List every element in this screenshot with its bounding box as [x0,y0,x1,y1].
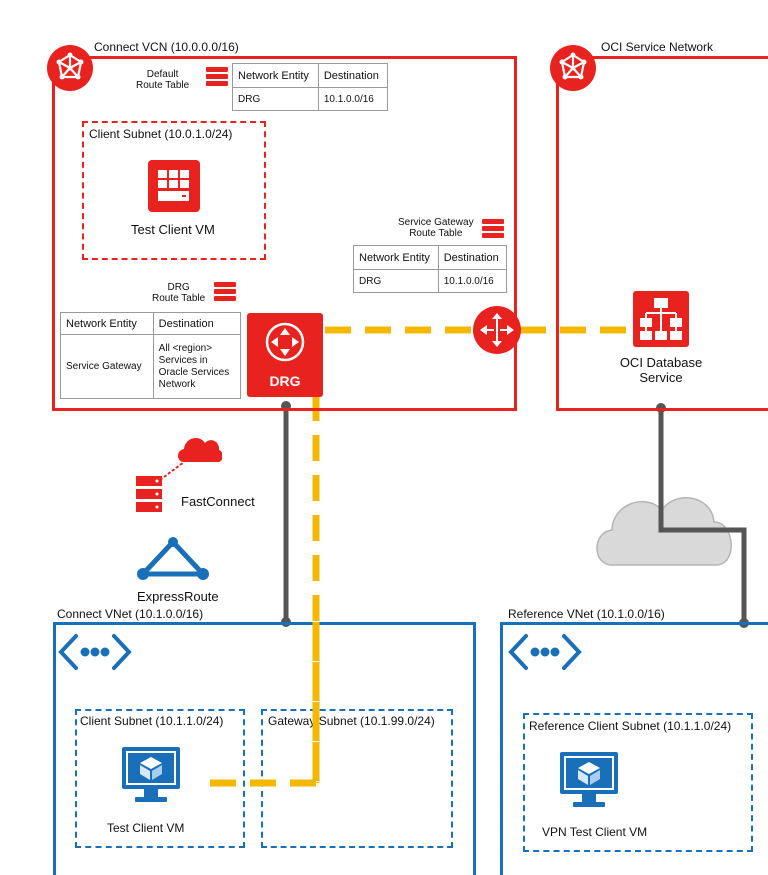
database-service-icon[interactable] [633,291,689,347]
oci-client-subnet [82,121,266,260]
vcn-icon [47,45,93,91]
rt-cell: DRG [353,269,439,293]
route-table-icon [482,219,504,240]
azure-client-subnet-title: Client Subnet (10.1.1.0/24) [80,714,224,728]
rt-header: Destination [437,244,508,271]
connect-vcn [52,56,517,411]
drg-rt-label: DRG Route Table [152,282,206,304]
rt-header: Destination [152,311,242,336]
rt-header: Network Entity [232,62,319,89]
vnet-icon [58,634,132,670]
network-icon [550,45,596,91]
sgw-rt-label: Service Gateway Route Table [398,217,474,239]
oci-client-vm-label: Test Client VM [131,222,215,237]
route-table-icon [214,282,236,303]
drg[interactable]: DRG [247,313,323,397]
connect-vnet-title: Connect VNet (10.1.0.0/16) [57,607,204,621]
fastconnect-icon [136,438,222,512]
vnet-icon [508,634,582,670]
rt-cell: Service Gateway [60,334,154,399]
rt-header: Network Entity [60,311,154,336]
fastconnect-label: FastConnect [181,494,255,509]
rt-cell: All <region> Services in Oracle Services… [152,334,242,399]
rt-header: Destination [317,62,389,89]
service-gateway-icon[interactable] [472,305,522,355]
vpn-vm-label: VPN Test Client VM [542,825,648,839]
expressroute-icon [137,537,209,580]
oci-service-network [556,56,768,411]
gateway-subnet [261,709,453,848]
connect-vcn-title: Connect VCN (10.0.0.0/16) [94,40,239,54]
expressroute-label: ExpressRoute [137,589,219,604]
reference-vnet-title: Reference VNet (10.1.0.0/16) [508,607,665,621]
drg-label: DRG [269,373,301,389]
rt-cell: 10.1.0.0/16 [437,269,508,293]
oci-client-subnet-title: Client Subnet (10.0.1.0/24) [89,127,233,141]
rt-header: Network Entity [353,244,439,271]
azure-client-subnet [75,709,245,848]
service-network-title: OCI Service Network [601,40,714,54]
route-table-icon [206,67,228,88]
reference-subnet-title: Reference Client Subnet (10.1.1.0/24) [529,719,732,733]
connect-vnet [53,622,476,875]
gateway-subnet-title: Gateway Subnet (10.1.99.0/24) [268,714,435,728]
compute-vm-icon [148,160,200,212]
rt-cell: DRG [232,87,319,111]
reference-client-subnet [523,713,753,852]
reference-vnet [500,622,768,875]
db-service-label: OCI Database Service [619,355,703,385]
virtual-machine-icon [122,747,180,802]
virtual-machine-icon [560,752,618,807]
default-rt-label: Default Route Table [136,69,190,91]
azure-client-vm-label: Test Client VM [107,821,185,835]
router-icon [265,322,305,362]
rt-cell: 10.1.0.0/16 [317,87,389,111]
